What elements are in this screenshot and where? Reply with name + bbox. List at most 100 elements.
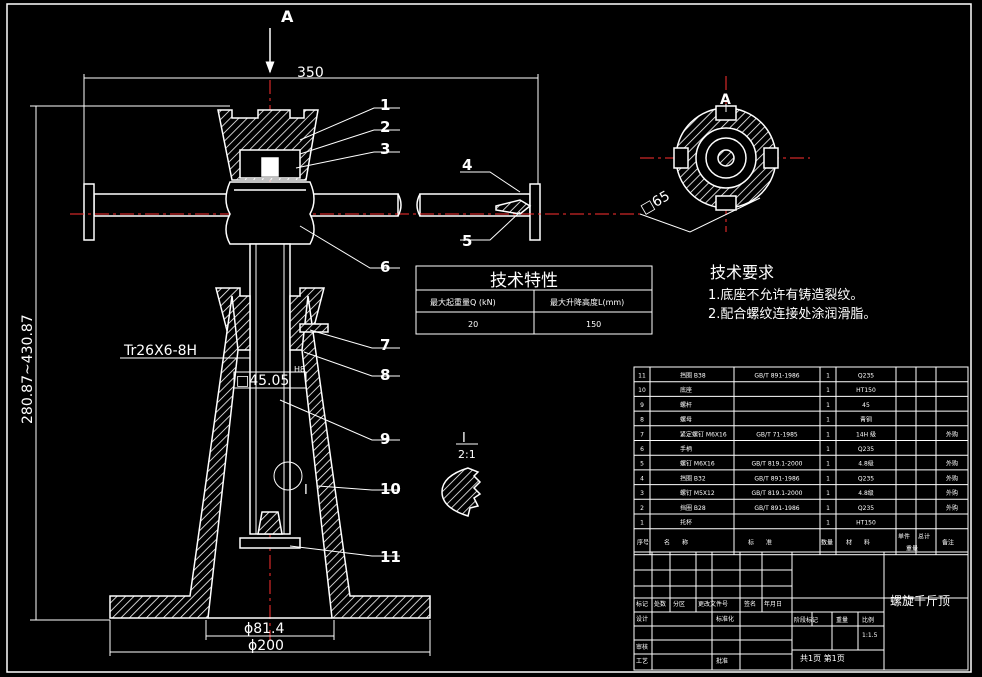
bom-std: GB/T 819.1-2000 xyxy=(752,461,803,468)
bom-std: GB/T 819.1-2000 xyxy=(752,490,803,497)
bom-mat: Q235 xyxy=(858,373,874,380)
dim-dia-small: ϕ81.4 xyxy=(244,621,285,637)
bom-std: GB/T 891-1986 xyxy=(754,373,799,380)
bom-name: 螺母 xyxy=(680,416,692,424)
balloon-5: 5 xyxy=(462,232,472,250)
bom-h-weight: 重量 xyxy=(906,545,918,553)
screw xyxy=(249,243,291,535)
balloon-6: 6 xyxy=(380,258,390,276)
tech-req-title: 技术要求 xyxy=(710,263,774,282)
bom-qty: 1 xyxy=(826,461,830,468)
bom-table xyxy=(633,366,969,556)
balloon-8: 8 xyxy=(380,366,390,384)
dim-thread: Tr26X6-8H xyxy=(123,343,197,359)
section-view-a xyxy=(639,76,810,233)
bom-mat: Q235 xyxy=(858,475,874,482)
drawing-name: 螺旋千斤顶 xyxy=(890,594,950,608)
tech-req-1: 1.底座不允许有铸造裂纹。 xyxy=(708,287,863,303)
title-block xyxy=(633,551,969,671)
bom-mat: Q235 xyxy=(858,505,874,512)
bom-std: GB/T 891-1986 xyxy=(754,475,799,482)
tb-sign: 签名 xyxy=(744,600,756,608)
view-label-a: A xyxy=(281,7,294,26)
tb-standardize: 标准化 xyxy=(716,615,734,623)
bom-h-std: 标 准 xyxy=(748,539,772,547)
balloon-2: 2 xyxy=(380,118,390,136)
bom-mat: Q235 xyxy=(858,446,874,453)
balloon-7: 7 xyxy=(380,336,390,354)
bom-h-unit: 单件 xyxy=(898,533,910,541)
bom-name: 螺钉 M6X16 xyxy=(680,460,715,468)
bom-mat: 45 xyxy=(862,402,870,409)
detail-label: I xyxy=(462,431,466,446)
tb-count: 处数 xyxy=(654,600,666,608)
bom-std: GB/T 71-1985 xyxy=(756,431,798,438)
tb-date: 年月日 xyxy=(764,600,782,608)
tech-char-title: 技术特性 xyxy=(490,271,558,291)
bom-no: 8 xyxy=(640,417,644,424)
bom-h-mat: 材 料 xyxy=(846,539,870,547)
bom-h-note: 备注 xyxy=(942,539,954,547)
bom-name: 螺钉 M5X12 xyxy=(680,489,715,497)
tech-char-v2: 150 xyxy=(586,320,601,329)
dim-fit-tol: H8 xyxy=(294,365,305,374)
bom-name: 挡圈 B32 xyxy=(680,474,706,482)
bom-note: 外购 xyxy=(946,474,958,482)
balloon-11: 11 xyxy=(380,548,401,566)
bom-name: 挡圈 B28 xyxy=(680,504,706,512)
tech-char-h2: 最大升降高度L(mm) xyxy=(550,297,624,307)
bom-mat: 4.8级 xyxy=(858,460,874,468)
base xyxy=(109,295,239,619)
balloon-10: 10 xyxy=(380,480,401,498)
tech-char-table xyxy=(415,265,653,335)
bom-mat: HT150 xyxy=(856,387,876,394)
bom-qty: 1 xyxy=(826,505,830,512)
dim-dia-large: ϕ200 xyxy=(248,638,284,654)
bom-no: 1 xyxy=(640,520,644,527)
bom-note: 外购 xyxy=(946,430,958,438)
bom-name: 挡圈 B38 xyxy=(680,372,706,380)
tb-process: 工艺 xyxy=(636,657,648,665)
tb-scale-value: 1:1.5 xyxy=(862,632,878,639)
bom-no: 2 xyxy=(640,505,644,512)
bom-no: 7 xyxy=(640,431,644,438)
bom-qty: 1 xyxy=(826,417,830,424)
bom-name: 底座 xyxy=(680,386,692,394)
bom-std: GB/T 891-1986 xyxy=(754,505,799,512)
tb-change-doc: 更改文件号 xyxy=(698,600,728,608)
tb-weight: 重量 xyxy=(836,616,848,624)
bom-note: 外购 xyxy=(946,489,958,497)
bom-no: 10 xyxy=(638,387,646,394)
dim-square: □65 xyxy=(638,188,673,217)
tech-char-h1: 最大起重量Q (kN) xyxy=(430,297,496,307)
bom-name: 手柄 xyxy=(680,445,692,453)
screw-head xyxy=(225,181,315,245)
detail-scale: 2:1 xyxy=(458,448,476,461)
bom-mat: 青铜 xyxy=(860,416,872,424)
dim-height: 280.87~430.87 xyxy=(20,314,36,424)
bom-no: 9 xyxy=(640,402,644,409)
tech-req-2: 2.配合螺纹连接处涂润滑脂。 xyxy=(708,306,876,322)
bom-name: 托杯 xyxy=(680,519,692,527)
drawing-border xyxy=(6,3,972,673)
bom-h-total: 总计 xyxy=(918,533,930,541)
bom-note: 外购 xyxy=(946,460,958,468)
balloon-1: 1 xyxy=(380,96,390,114)
bom-no: 5 xyxy=(640,461,644,468)
tb-approve: 批准 xyxy=(716,657,728,665)
bom-qty: 1 xyxy=(826,431,830,438)
tb-sheets: 共1页 第1页 xyxy=(800,653,845,663)
jack-assembly xyxy=(30,28,640,656)
bom-h-qty: 数量 xyxy=(821,539,833,547)
bom-h-no: 序号 xyxy=(637,539,649,547)
bom-note: 外购 xyxy=(946,504,958,512)
bom-no: 11 xyxy=(638,373,646,380)
detail-marker: I xyxy=(304,483,308,498)
balloon-4: 4 xyxy=(462,156,472,174)
tech-char-v1: 20 xyxy=(468,320,478,329)
bom-no: 6 xyxy=(640,446,644,453)
tb-design: 设计 xyxy=(636,615,648,623)
